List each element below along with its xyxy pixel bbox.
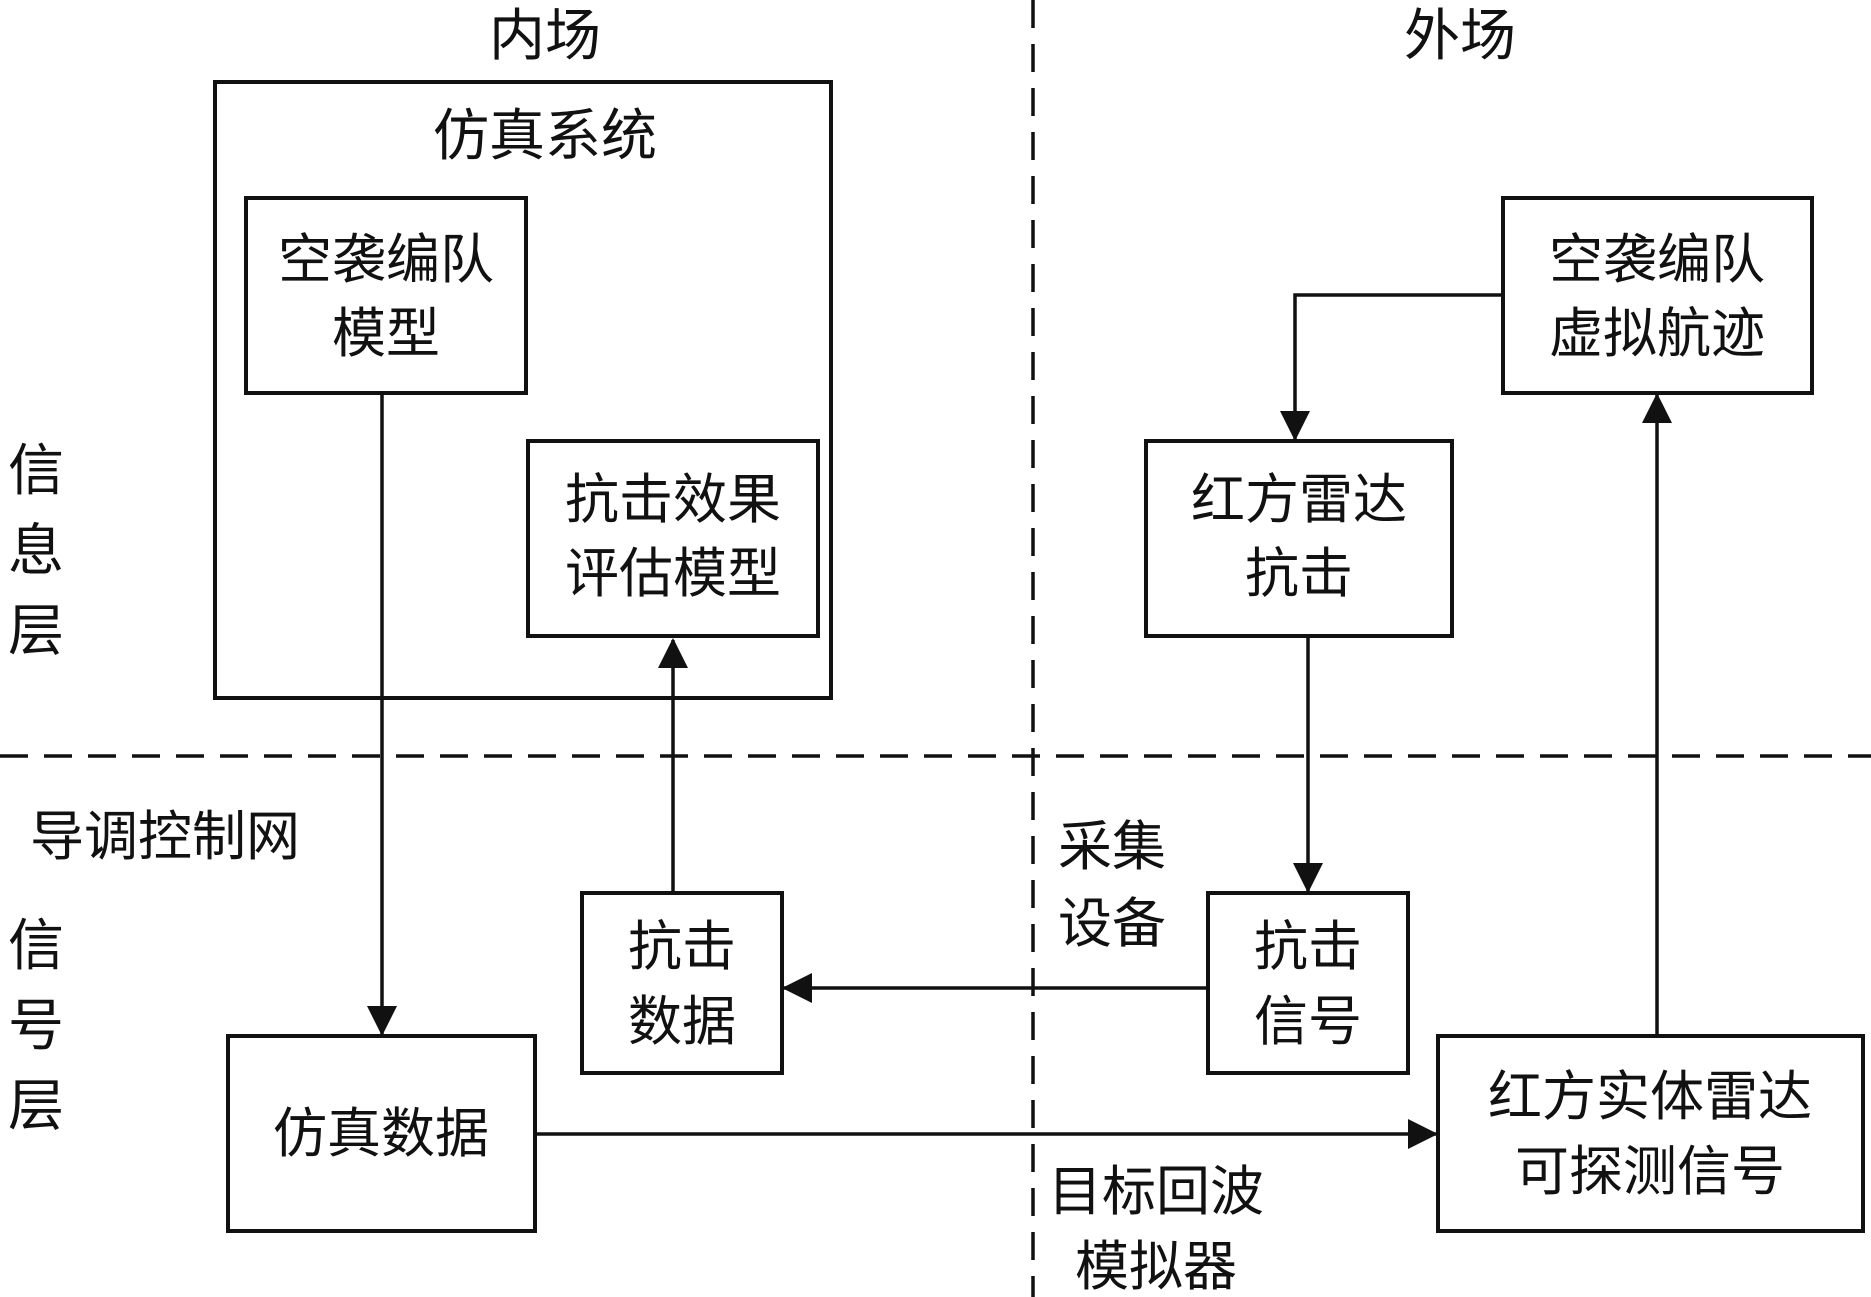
strike-data-line-1: 抗击 xyxy=(628,915,736,978)
signal-layer-label: 信 号 层 xyxy=(8,914,64,1139)
signal-layer-char-3: 层 xyxy=(8,1074,64,1139)
raid-formation-model-box xyxy=(244,196,528,395)
detectable-signal-line-2: 可探测信号 xyxy=(1515,1140,1785,1203)
strike-signal-line-1: 抗击 xyxy=(1254,915,1362,978)
acquisition-device-line-2: 设备 xyxy=(1058,892,1166,955)
virtual-track-line-2: 虚拟航迹 xyxy=(1549,302,1765,365)
simulation-data-box xyxy=(226,1034,537,1233)
info-layer-label: 信 息 层 xyxy=(8,439,64,664)
strike-signal-line-2: 信号 xyxy=(1254,990,1362,1053)
raid-formation-model-line-2: 模型 xyxy=(332,302,440,365)
virtual-track-line-1: 空袭编队 xyxy=(1549,228,1765,291)
strike-effect-evaluation-line-2: 评估模型 xyxy=(565,542,781,605)
arrow-virtual-track-to-radar-strike xyxy=(1280,293,1503,441)
info-layer-char-2: 息 xyxy=(8,519,64,584)
simulation-system-title: 仿真系统 xyxy=(433,104,657,169)
strike-effect-evaluation-line-1: 抗击效果 xyxy=(565,468,781,531)
simulation-data-label: 仿真数据 xyxy=(273,1102,489,1165)
strike-data-box xyxy=(580,891,784,1075)
red-radar-strike-box xyxy=(1144,439,1454,638)
strike-signal-box xyxy=(1206,891,1410,1075)
strike-data-line-2: 数据 xyxy=(628,990,736,1053)
outer-field-label: 外场 xyxy=(1404,4,1516,69)
info-layer-char-1: 信 xyxy=(8,439,64,504)
red-radar-strike-line-2: 抗击 xyxy=(1245,542,1353,605)
detectable-signal-line-1: 红方实体雷达 xyxy=(1488,1065,1812,1128)
detectable-signal-box xyxy=(1436,1034,1865,1233)
strike-effect-evaluation-box xyxy=(526,439,820,638)
acquisition-device-line-1: 采集 xyxy=(1058,815,1166,878)
red-radar-strike-line-1: 红方雷达 xyxy=(1191,468,1407,531)
inner-field-label: 内场 xyxy=(489,4,601,69)
echo-simulator-line-1: 目标回波 xyxy=(1048,1160,1264,1223)
signal-layer-char-1: 信 xyxy=(8,914,64,979)
info-layer-char-3: 层 xyxy=(8,599,64,664)
raid-formation-model-line-1: 空袭编队 xyxy=(278,228,494,291)
control-network-label: 导调控制网 xyxy=(30,805,300,868)
signal-layer-char-2: 号 xyxy=(8,994,64,1059)
echo-simulator-line-2: 模拟器 xyxy=(1075,1235,1237,1297)
